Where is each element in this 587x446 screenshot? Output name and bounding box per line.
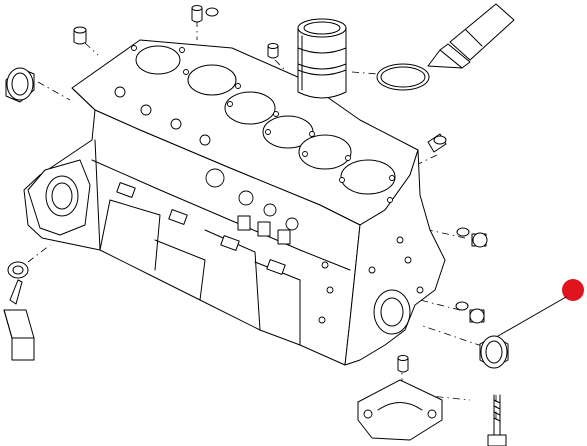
callout-leader-line	[497, 296, 567, 337]
cylinder-liner	[297, 18, 347, 99]
cap-bolt	[487, 394, 507, 446]
lower-left-seal	[7, 261, 29, 279]
plugs-and-dowels	[73, 5, 488, 373]
block-side-details	[27, 139, 351, 346]
cylinder-bores	[135, 45, 396, 195]
deck-holes	[114, 45, 395, 203]
sealant-bottle-icon	[3, 279, 35, 361]
sealant-tube-icon	[427, 3, 515, 69]
liner-o-ring	[376, 63, 430, 91]
main-bearing-cap	[357, 379, 443, 441]
cylinder-block	[23, 39, 446, 366]
rear-bearing-bore	[368, 236, 424, 335]
front-seal-ring	[5, 67, 35, 103]
rear-seal-ring	[479, 335, 509, 369]
callout-marker[interactable]	[562, 279, 584, 301]
